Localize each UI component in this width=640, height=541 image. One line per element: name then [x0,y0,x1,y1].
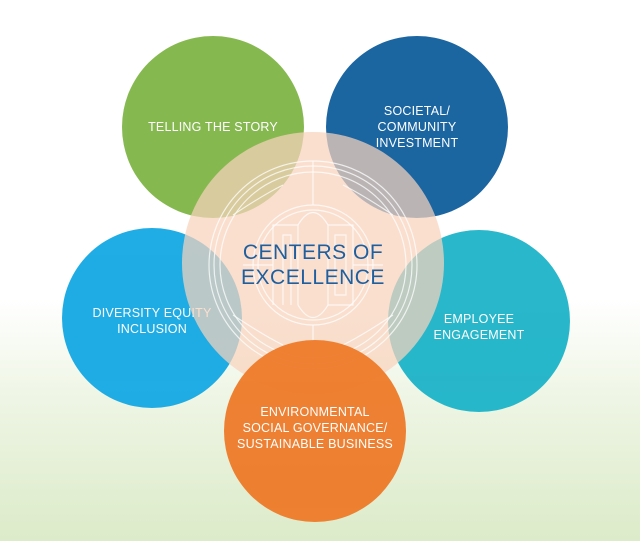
societal-community-investment-label: SOCIETAL/ COMMUNITY INVESTMENT [375,104,459,150]
company-seal-icon [208,160,418,370]
esg-sustainable-business-circle: ENVIRONMENTAL SOCIAL GOVERNANCE/ SUSTAIN… [224,340,406,522]
center-title: CENTERS OF EXCELLENCE [241,241,385,289]
telling-the-story-label: TELLING THE STORY [148,120,278,134]
employee-engagement-label: EMPLOYEE ENGAGEMENT [433,312,525,342]
esg-sustainable-business-label: ENVIRONMENTAL SOCIAL GOVERNANCE/ SUSTAIN… [237,405,393,451]
